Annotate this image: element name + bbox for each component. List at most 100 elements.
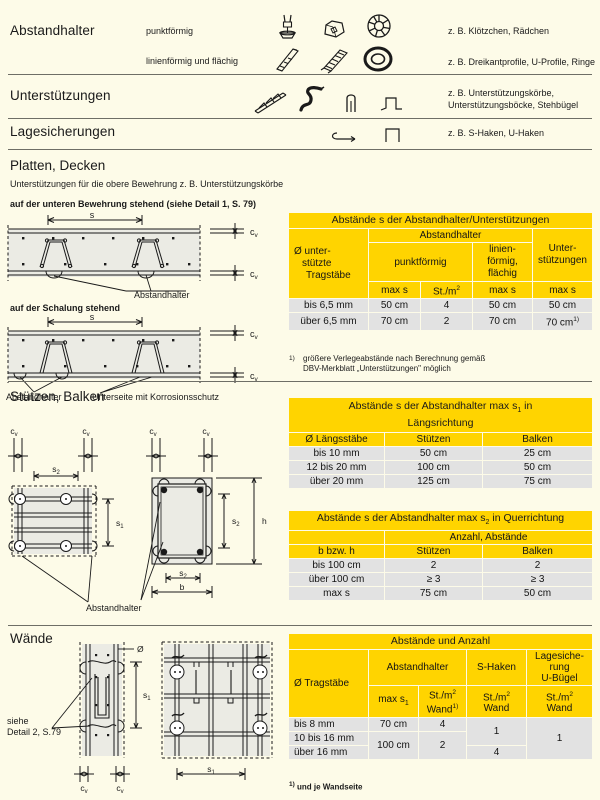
callout-line-2: Detail 2, S.79	[7, 727, 62, 737]
table-row: über 6,5 mm 70 cm 2 70 cm 70 cm1)	[288, 312, 594, 331]
diagram2-caption: auf der Schalung stehend	[10, 303, 121, 313]
row-label: über 100 cm	[288, 572, 385, 588]
svg-text:s: s	[90, 210, 95, 220]
svg-text:s2: s2	[179, 568, 187, 580]
table-platten-unit-maxs-2: max s	[472, 280, 533, 300]
row-value: 50 cm	[481, 586, 594, 602]
table-waende-unit-maxs: max s1	[368, 685, 419, 718]
row-value: 70 cm	[368, 312, 421, 331]
legend-type-punktfoermig: punktförmig	[146, 26, 194, 36]
row-value: 70 cm	[368, 716, 419, 732]
divider-3	[8, 149, 592, 150]
spacer-block-icon	[320, 16, 350, 42]
group-line-2: rung	[549, 662, 570, 673]
row-label: über 6,5 mm	[288, 312, 369, 331]
legend-type-linienfoermig: linienförmig und flächig	[146, 56, 239, 66]
table-platten-unit-stm2: St./m2	[420, 280, 473, 300]
row-value: 50 cm	[368, 298, 421, 314]
row-value: 50 cm	[482, 460, 593, 476]
row-label: über 20 mm	[288, 474, 385, 490]
callout-line-1: siehe	[7, 716, 29, 726]
caption-end: in Querrichtung	[489, 512, 565, 524]
svg-text:cv: cv	[250, 269, 259, 281]
legend-category-abstandhalter: Abstandhalter	[10, 23, 95, 38]
spacer-u-profile-icon	[318, 44, 352, 74]
divider-5	[8, 625, 592, 626]
unit-text: St./m	[546, 691, 570, 703]
support-basket-icon	[252, 88, 290, 116]
row-value: ≥ 3	[384, 572, 483, 588]
group-line-1: Unter-	[548, 243, 577, 254]
support-stirrup-icon	[378, 92, 406, 116]
row-value: 50 cm	[384, 446, 483, 462]
legend-examples-lagesicherungen: z. B. S-Haken, U-Haken	[448, 128, 545, 138]
spacer-ring-icon	[360, 44, 396, 74]
table-waende: Abstände und Anzahl Ø Tragstäbe Abstandh…	[288, 633, 593, 760]
row-value: 2	[384, 558, 483, 574]
caption-text: Abstände s der Abstandhalter max s	[348, 400, 518, 412]
table-querrichtung: Abstände s der Abstandhalter max s 2 in Q…	[287, 509, 594, 602]
svg-text:cv: cv	[202, 426, 209, 438]
table-platten-caption: Abstände s der Abstandhalter/Unterstützu…	[287, 212, 594, 229]
section-note-platten: Unterstützungen für die obere Bewehrung …	[10, 179, 284, 189]
table-platten-unit-maxs-1: max s	[368, 280, 421, 300]
diagram-stuetzen-balken: cv cv s2	[0, 420, 278, 620]
table-waende-caption: Abstände und Anzahl	[288, 633, 593, 650]
svg-text:s1: s1	[143, 690, 151, 702]
svg-text:s2: s2	[52, 464, 60, 476]
row-label: bis 100 cm	[288, 558, 385, 574]
row-value: 100 cm	[384, 460, 483, 476]
u-hook-icon	[380, 124, 406, 146]
svg-text:Ø: Ø	[137, 644, 144, 654]
unit-sup: 2	[569, 690, 573, 698]
table-row: über 20 mm 125 cm 75 cm	[288, 474, 593, 490]
section-title-stuetzen: Stützen, Balken	[10, 389, 105, 404]
divider-2	[8, 118, 592, 119]
diagram-waende-callout: siehe Detail 2, S.79	[7, 716, 61, 738]
spacer-point-clip-icon	[272, 12, 304, 42]
table-row: max s 75 cm 50 cm	[288, 586, 594, 602]
svg-text:cv: cv	[116, 783, 123, 795]
svg-text:cv: cv	[250, 329, 259, 341]
row-value-shaken-top: 1	[466, 716, 527, 746]
legend-category-unterstuetzungen: Unterstützungen	[10, 88, 111, 103]
table-waende-unit-stm2-wand-fn: St./m2 Wand1)	[418, 685, 467, 718]
table-row: bis 100 cm 2 2	[288, 558, 594, 574]
row-label: über 16 mm	[288, 744, 369, 760]
table-quer-head-1: Stützen	[384, 544, 483, 560]
table-platten-group-unterstuetzungen: Unter- stützungen	[531, 228, 594, 282]
section-title-waende: Wände	[10, 631, 53, 646]
table-waende-unit-stm2-wand-1: St./m2 Wand	[466, 685, 527, 718]
footnote-marker: 1)	[289, 355, 295, 362]
diagram2-callout-abstandhalter: Abstandhalter	[6, 392, 62, 402]
diagram-platten-schalung: s	[0, 312, 278, 405]
table-quer-head-2: Balken	[481, 544, 594, 560]
svg-text:b: b	[180, 582, 185, 592]
unit-stm2-text: St./m	[433, 286, 457, 298]
caption-text: Abstände s der Abstandhalter max s	[316, 512, 486, 524]
support-bracket-icon	[340, 90, 366, 116]
unit-text: St./m	[483, 691, 507, 703]
row-value: 125 cm	[384, 474, 483, 490]
group-line-3: U-Bügel	[541, 673, 578, 684]
table-platten-abstaende: Abstände s der Abstandhalter/Unterstützu…	[287, 212, 594, 331]
support-wave-icon	[296, 84, 330, 116]
table-waende-footnote: 1) und je Wandseite	[289, 780, 589, 793]
unit-maxs-text: max s	[378, 693, 405, 705]
group-line-1: Lagesiche-	[535, 651, 584, 662]
table-platten-footnote: 1) größere Verlegeabstände nach Berechnu…	[289, 354, 589, 374]
s-hook-icon	[326, 126, 360, 146]
table-row: bis 6,5 mm 50 cm 4 50 cm 50 cm	[288, 298, 594, 314]
row-value: 75 cm	[384, 586, 483, 602]
diagram-platten-untere-bewehrung: s	[0, 210, 278, 303]
table-waende-group-shaken: S-Haken	[466, 649, 527, 686]
table-row: über 100 cm ≥ 3 ≥ 3	[288, 572, 594, 588]
unit-wand: Wand	[546, 702, 573, 714]
unit-wand: Wand	[426, 704, 453, 716]
row-value: 70 cm	[472, 312, 533, 331]
footnote-line-1: größere Verlegeabstände nach Berechnung …	[303, 354, 486, 363]
unit-stm2-sup: 2	[456, 285, 460, 292]
divider-4	[8, 381, 592, 382]
unit-wand: Wand	[483, 702, 510, 714]
svg-text:s: s	[90, 312, 95, 322]
